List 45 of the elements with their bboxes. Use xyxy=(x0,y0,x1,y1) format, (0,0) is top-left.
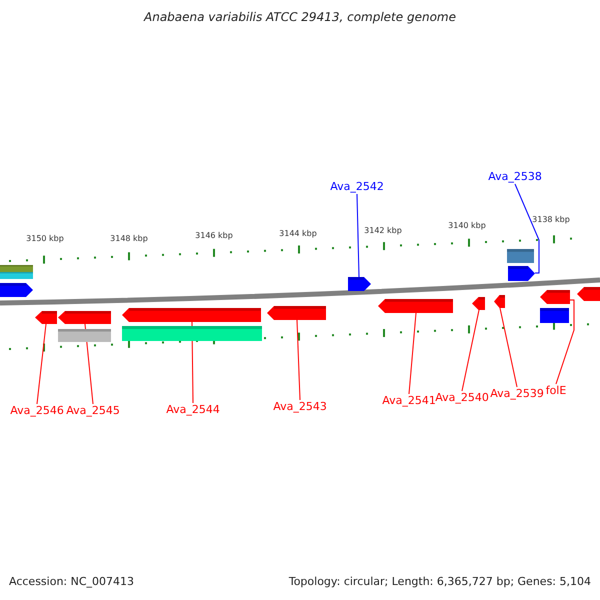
gene-block xyxy=(577,287,600,301)
gene-block xyxy=(494,295,505,308)
gene-label: Ava_2544 xyxy=(166,403,220,417)
gene-label: Ava_2540 xyxy=(435,391,489,405)
gene-bar xyxy=(122,326,262,341)
gene-bar xyxy=(540,308,569,323)
gene-block xyxy=(540,290,570,304)
gene-block xyxy=(348,277,371,291)
gene-label: Ava_2542 xyxy=(330,180,384,194)
scale-label: 3142 kbp xyxy=(364,226,402,236)
diagram-title: Anabaena variabilis ATCC 29413, complete genome xyxy=(142,10,457,24)
leader-line xyxy=(500,308,518,388)
leader-line xyxy=(556,300,574,384)
gene-bar xyxy=(0,265,33,272)
gene-block xyxy=(472,297,485,310)
scale-label: 3138 kbp xyxy=(532,215,570,225)
leader-line xyxy=(356,194,360,278)
gene-block xyxy=(267,306,326,320)
genome-summary: Topology: circular; Length: 6,365,727 bp; Genes: 5,104 xyxy=(288,575,591,588)
gene-block xyxy=(122,308,261,322)
leader-line xyxy=(408,312,416,394)
leader-line xyxy=(514,184,540,274)
gene-bar xyxy=(0,272,33,279)
scale-label: 3148 kbp xyxy=(110,234,148,244)
gene-block xyxy=(0,283,33,297)
scale-label: 3144 kbp xyxy=(279,229,317,239)
gene-label: Ava_2539 xyxy=(490,387,544,401)
leader-line xyxy=(296,320,300,400)
gene-label: Ava_2543 xyxy=(273,400,327,414)
leader-line xyxy=(462,310,480,392)
gene-bar xyxy=(58,329,111,342)
leader-line xyxy=(36,324,46,404)
accession-note: Accession: NC_007413 xyxy=(9,575,134,588)
gene-block xyxy=(378,299,453,313)
gene-label: Ava_2545 xyxy=(66,404,120,418)
gene-label: folE xyxy=(546,384,566,398)
gene-label: Ava_2546 xyxy=(10,404,64,418)
scale-label: 3150 kbp xyxy=(26,234,64,244)
scale-label: 3146 kbp xyxy=(195,231,233,241)
gene-label: Ava_2541 xyxy=(382,394,436,408)
gene-block xyxy=(35,311,57,324)
gene-bar xyxy=(507,249,534,263)
gene-label: Ava_2538 xyxy=(488,170,542,184)
gene-block xyxy=(508,266,535,281)
scale-label: 3140 kbp xyxy=(448,221,486,231)
